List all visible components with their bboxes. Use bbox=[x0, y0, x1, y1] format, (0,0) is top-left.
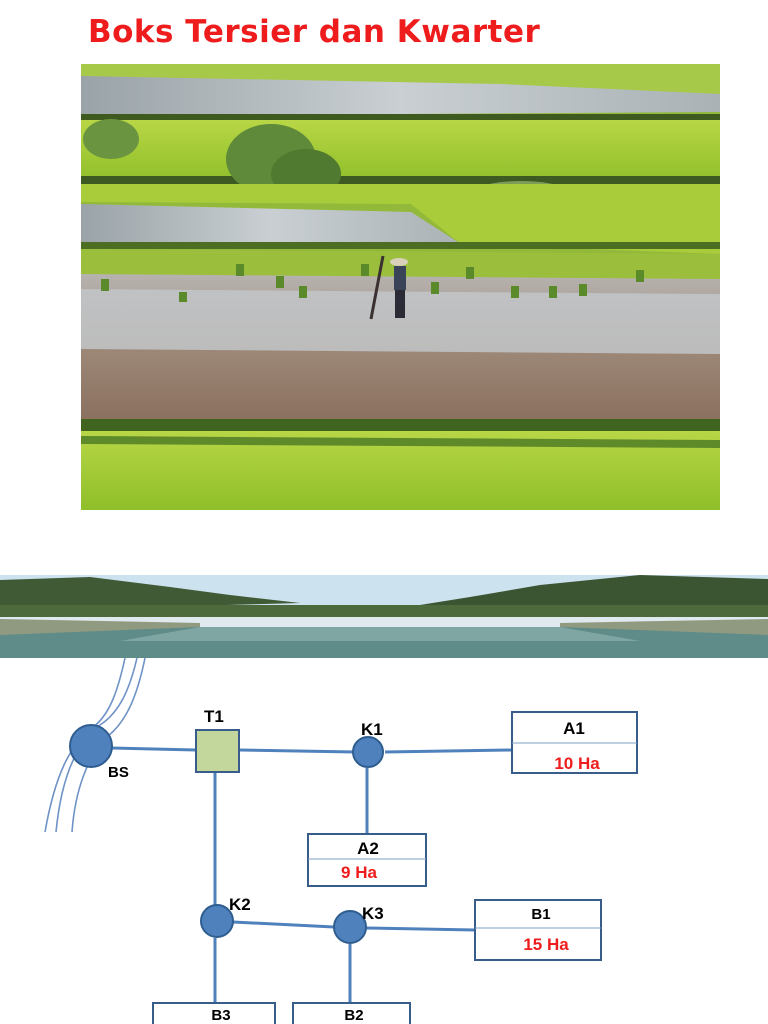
k2-label: K2 bbox=[229, 895, 251, 914]
canal-k3-b1 bbox=[365, 926, 476, 932]
plot-b1-area: 15 Ha bbox=[523, 935, 569, 954]
rice-field-photo bbox=[81, 64, 720, 510]
canal-k1-a1 bbox=[384, 748, 513, 754]
irrigation-network-diagram: BS T1 K1 K2 K3 A1 10 Ha A2 9 Ha B1 15 Ha… bbox=[44, 658, 638, 1024]
plot-a1-area: 10 Ha bbox=[554, 754, 600, 773]
t1-label: T1 bbox=[204, 707, 224, 726]
canal-t1-k1 bbox=[239, 748, 356, 754]
plot-b1-name: B1 bbox=[531, 906, 550, 923]
k1-node bbox=[352, 736, 384, 768]
plot-a2: A2 9 Ha bbox=[307, 833, 427, 887]
plot-a2-name: A2 bbox=[357, 839, 379, 858]
plot-a1-name: A1 bbox=[563, 719, 585, 738]
plot-b3: B3 bbox=[152, 1002, 276, 1024]
k3-label: K3 bbox=[362, 904, 384, 923]
plot-b3-name: B3 bbox=[211, 1007, 230, 1024]
k1-label: K1 bbox=[361, 720, 383, 739]
bs-node bbox=[69, 724, 113, 768]
k2-node bbox=[200, 904, 234, 938]
irrigation-canal-photo bbox=[0, 575, 768, 658]
canal-k2-k3 bbox=[232, 920, 335, 929]
plot-a2-area: 9 Ha bbox=[341, 863, 377, 882]
canal-bs-t1 bbox=[111, 746, 197, 752]
plot-b2: B2 bbox=[292, 1002, 411, 1024]
plot-b1: B1 15 Ha bbox=[474, 899, 602, 961]
slide-title: Boks Tersier dan Kwarter bbox=[88, 14, 541, 50]
plot-b2-name: B2 bbox=[344, 1007, 363, 1024]
plot-a1: A1 10 Ha bbox=[511, 711, 638, 774]
k3-node bbox=[333, 910, 367, 944]
tertiary-box-t1 bbox=[195, 729, 240, 773]
bs-label: BS bbox=[108, 764, 129, 781]
